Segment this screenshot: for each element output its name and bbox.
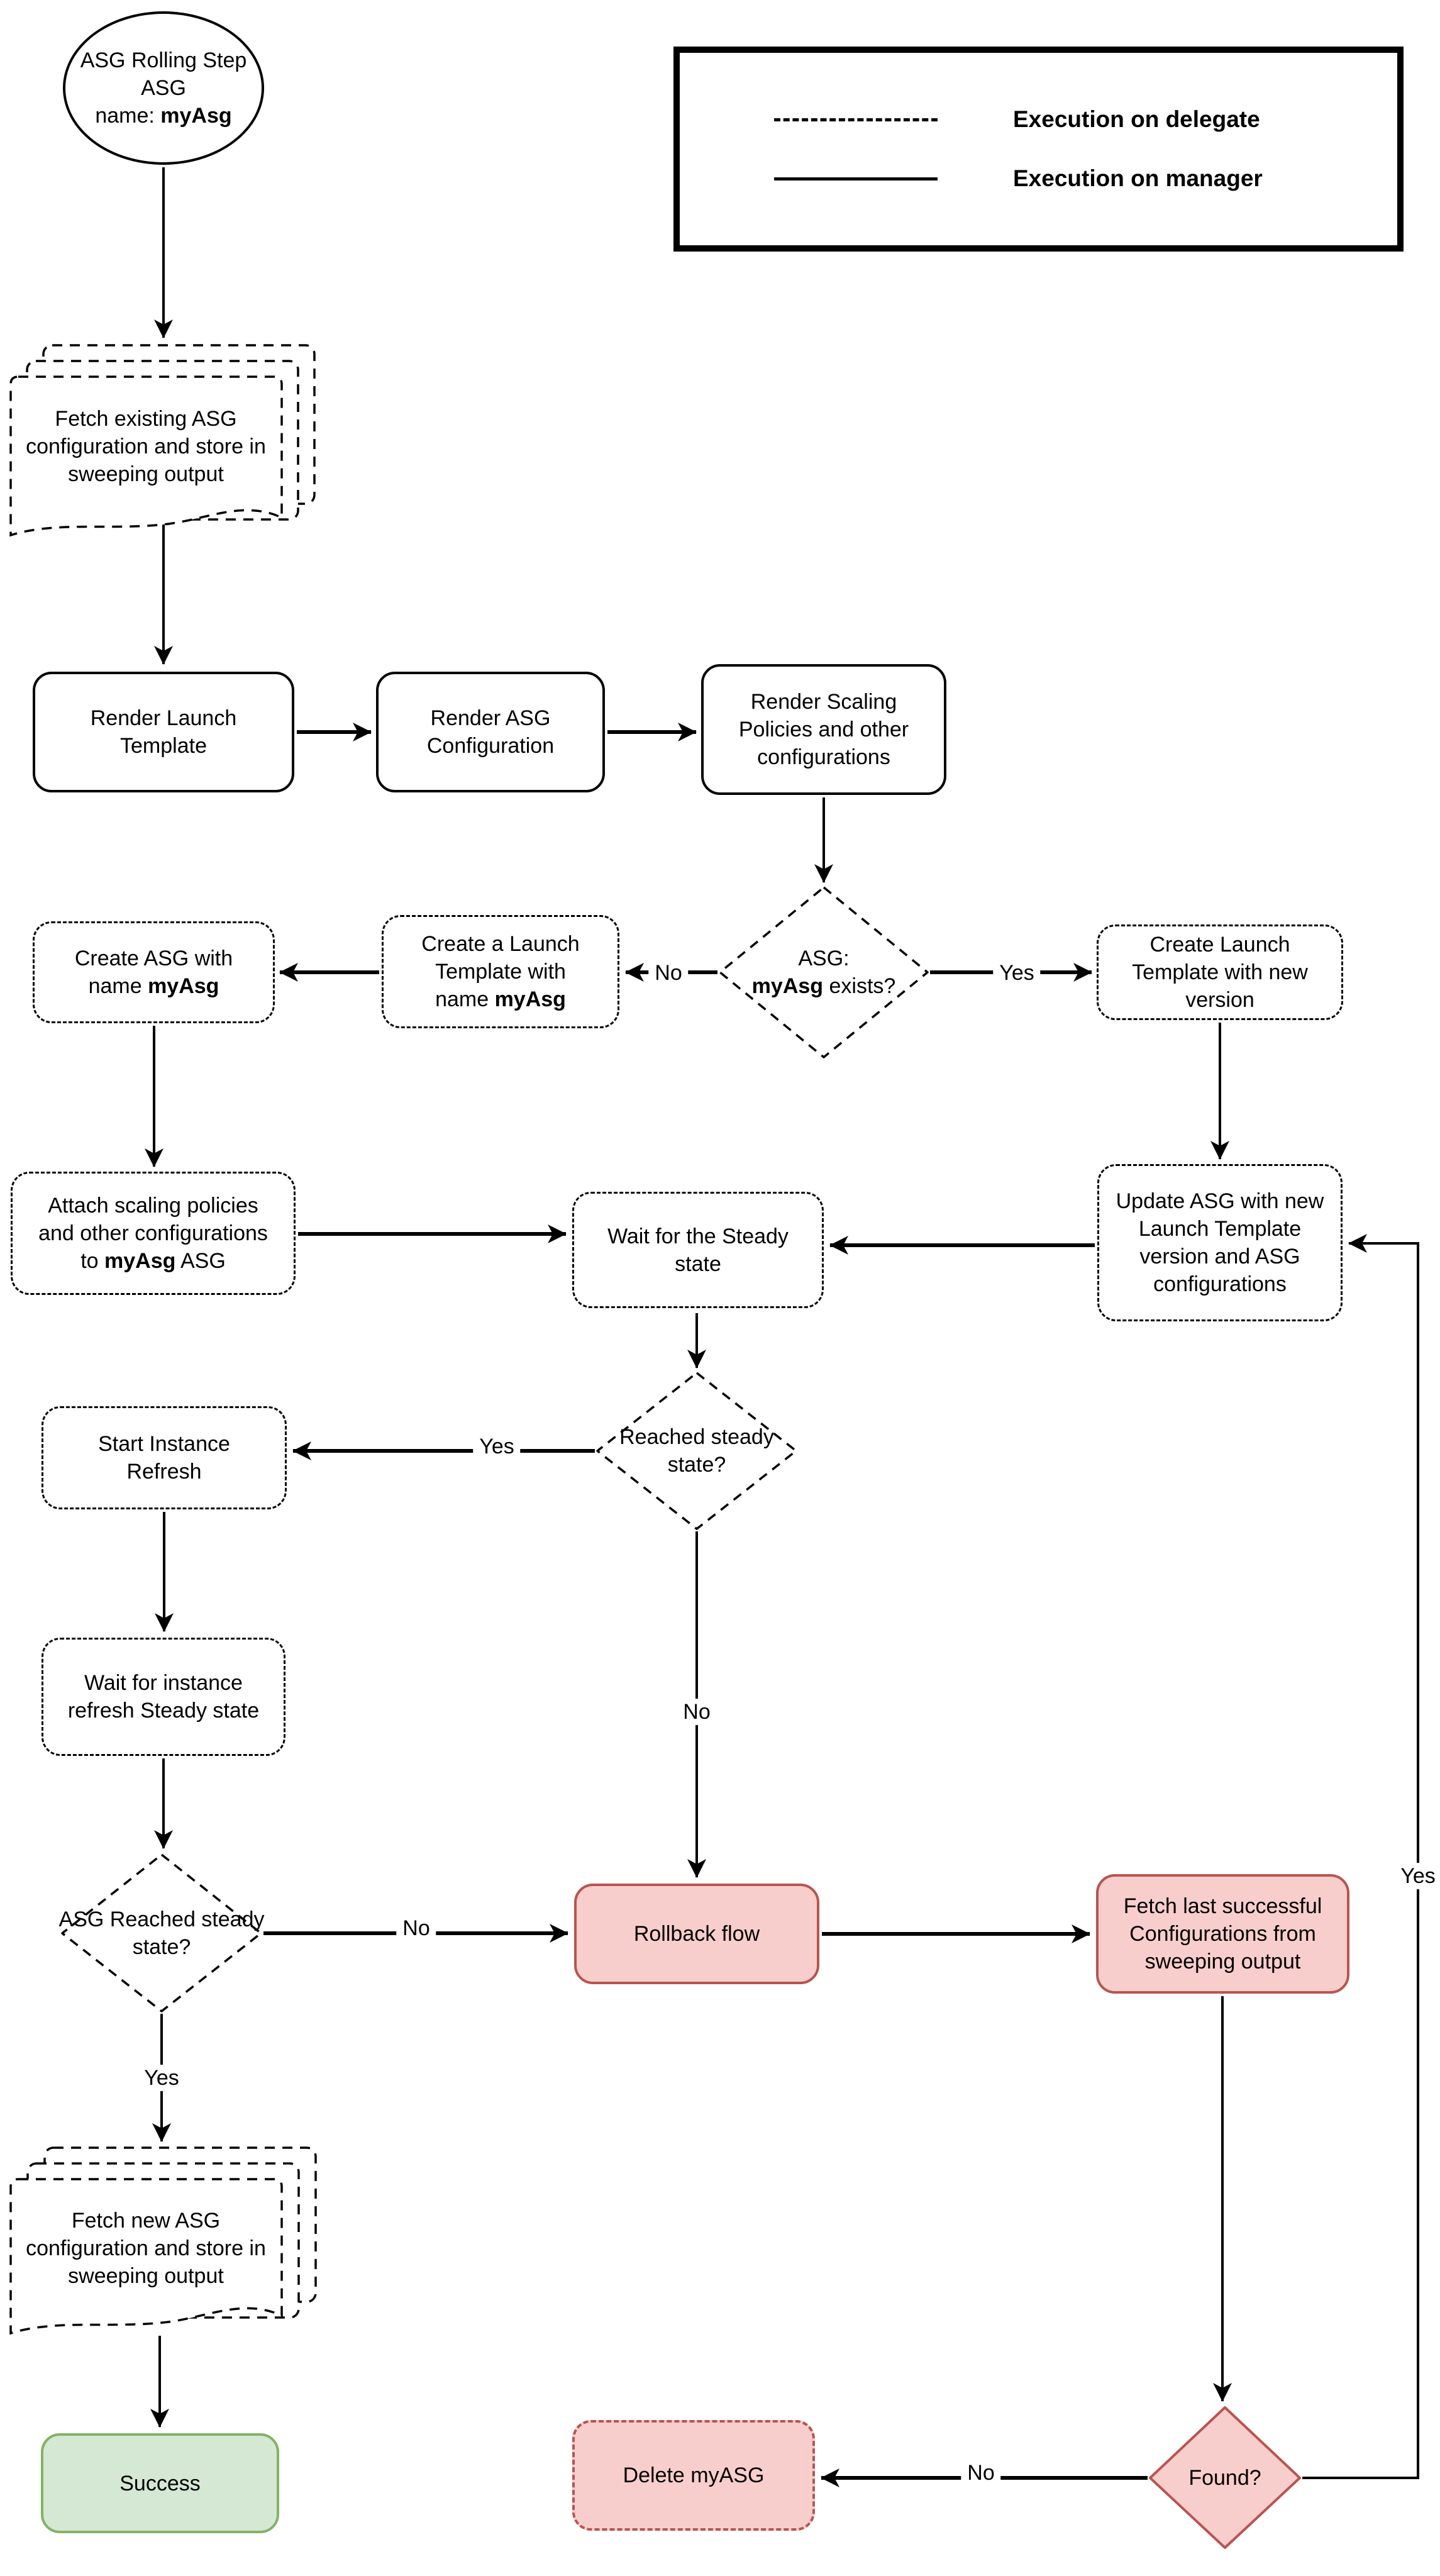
dashed-line-sample [774,118,938,121]
node-wait-steady-state: Wait for the Steady state [572,1192,824,1308]
legend-box: Execution on delegate Execution on manag… [673,47,1404,252]
edge-label-found-no: No [961,2460,1001,2486]
multi-document-fetch-new [9,2146,317,2335]
node-render-scaling-policies: Render Scaling Policies and other config… [701,664,946,795]
node-attach-scaling-policies: Attach scaling policies and other config… [11,1172,296,1295]
edge-label-asg-reached-yes: Yes [138,2065,186,2091]
label-found-question: Found? [1188,2466,1261,2490]
node-create-asg: Create ASG with name myAsg [33,921,275,1023]
document-front-sheet [9,2178,283,2335]
node-create-launch-template: Create a Launch Template with name myAsg [382,915,619,1028]
diamond-asg-exists [719,886,929,1058]
label-fetch-existing-config: Fetch existing ASG configuration and sto… [26,407,266,486]
node-start-asg-rolling-step: ASG Rolling Step ASG name: myAsg [63,11,264,165]
diamond-reached-steady [596,1372,797,1530]
label-fetch-new-config: Fetch new ASG configuration and store in… [26,2208,266,2288]
multi-document-fetch-existing [9,344,316,537]
node-delete-myasg: Delete myASG [572,2420,815,2531]
node-rollback-flow: Rollback flow [574,1884,819,1984]
label-asg-exists-question: ASG: myAsg exists? [751,947,896,998]
edge-label-found-yes: Yes [1394,1863,1440,1889]
solid-line-sample [774,177,938,180]
edge-label-exists-no: No [648,960,689,986]
legend-label-delegate: Execution on delegate [1013,106,1260,132]
edge-label-reached-no: No [677,1699,717,1725]
label-asg-reached-steady-state: ASG Reached steady state? [58,1907,265,1959]
edge-found-yes [1302,1234,1419,2479]
edge-label-asg-reached-no: No [396,1915,436,1941]
edge-label-reached-yes: Yes [473,1433,521,1460]
document-front-sheet [9,375,283,537]
node-success: Success [41,2433,279,2533]
node-start-instance-refresh: Start Instance Refresh [42,1406,287,1509]
node-wait-instance-refresh: Wait for instance refresh Steady state [42,1638,285,1756]
diamond-found [1149,2406,1301,2549]
diamond-asg-reached-steady [61,1853,262,2012]
node-fetch-last-successful: Fetch last successful Configurations fro… [1096,1874,1349,1994]
legend-row-manager: Execution on manager [774,165,1397,192]
start-line2: ASG [141,76,186,100]
node-render-launch-template: Render Launch Template [33,672,294,792]
node-render-asg-configuration: Render ASG Configuration [376,672,605,792]
label-reached-steady-state: Reached steady state? [619,1425,774,1477]
legend-row-delegate: Execution on delegate [774,106,1397,133]
start-line1: ASG Rolling Step [80,48,247,72]
edge-label-exists-yes: Yes [993,960,1041,986]
start-line3: name: myAsg [95,104,232,128]
node-create-launch-template-new-version: Create Launch Template with new version [1097,924,1343,1020]
node-update-asg: Update ASG with new Launch Template vers… [1097,1164,1343,1321]
legend-label-manager: Execution on manager [1013,165,1263,191]
